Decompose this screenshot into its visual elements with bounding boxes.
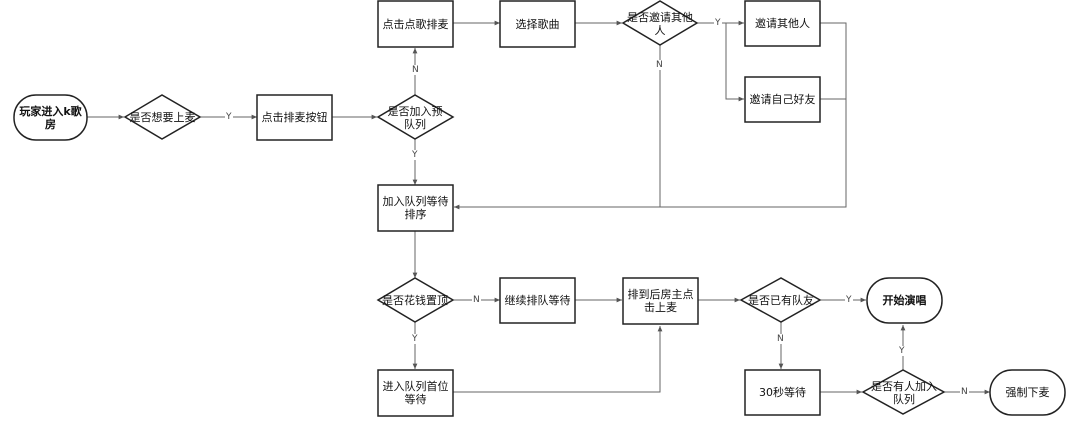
edge-label-someone-yes: Y bbox=[898, 346, 906, 356]
pay-top-label: 是否花钱置顶 bbox=[382, 294, 448, 307]
pay-top-decision bbox=[376, 277, 455, 323]
edge-label-invite-no: N bbox=[655, 60, 664, 70]
click-queue-button-label: 点击排麦按钮 bbox=[261, 111, 328, 124]
edge-label-join-yes: Y bbox=[411, 150, 419, 160]
invite-friends-label: 邀请自己好友 bbox=[749, 93, 816, 106]
choose-song-box bbox=[499, 0, 576, 48]
join-wait-box bbox=[377, 184, 454, 232]
click-queue-button-box bbox=[256, 94, 333, 141]
want-mic-decision bbox=[123, 94, 202, 140]
someone-join-label: 是否有人加入 队列 bbox=[871, 379, 937, 406]
click-song-label: 点击点歌排麦 bbox=[382, 17, 449, 31]
join-queue-decision bbox=[376, 94, 455, 140]
start-terminal bbox=[13, 94, 88, 141]
has-queue-label: 是否已有队友 bbox=[748, 294, 814, 307]
edge-label-join-no: N bbox=[411, 65, 420, 75]
click-song-box bbox=[377, 0, 454, 48]
edge-label-someone-no: N bbox=[960, 387, 969, 397]
invite-decision bbox=[621, 0, 699, 46]
force-down-terminal bbox=[989, 369, 1066, 416]
edge-invite-no bbox=[458, 45, 661, 208]
edge-label-want-yes: Y bbox=[225, 112, 233, 122]
invite-others-label: 邀请其他人 bbox=[755, 17, 810, 30]
wait30-label: 30秒等待 bbox=[759, 386, 806, 399]
continue-wait-label: 继续排队等待 bbox=[504, 294, 571, 307]
start-sing-label: 开始演唱 bbox=[882, 294, 927, 307]
join-wait-label: 加入队列等待 排序 bbox=[382, 195, 449, 221]
edge-others-back bbox=[458, 22, 847, 208]
invite-friends-box bbox=[744, 76, 821, 123]
owner-click-label: 排到后房主点 击上麦 bbox=[627, 288, 694, 314]
edge-label-invite-yes: Y bbox=[714, 18, 722, 28]
edge-label-pay-yes: Y bbox=[411, 334, 419, 344]
force-down-label: 强制下麦 bbox=[1005, 386, 1050, 399]
join-queue-label: 是否加入预 队列 bbox=[387, 104, 443, 131]
start-sing-terminal bbox=[866, 277, 943, 324]
edge-label-pay-no: N bbox=[472, 295, 481, 305]
want-mic-label: 是否想要上麦 bbox=[129, 111, 196, 124]
start-label: 玩家进入k歌 房 bbox=[19, 104, 82, 131]
wait30-box bbox=[744, 369, 821, 416]
choose-song-label: 选择歌曲 bbox=[515, 17, 560, 31]
edge-label-hasq-yes: Y bbox=[845, 295, 853, 305]
invite-decision-label: 是否邀请其他 人 bbox=[627, 10, 693, 37]
queue-first-box bbox=[377, 369, 454, 417]
edge-first-owner bbox=[453, 326, 663, 393]
queue-first-label: 进入队列首位 等待 bbox=[382, 380, 449, 406]
edge-invite-friends bbox=[725, 23, 744, 102]
owner-click-box bbox=[622, 277, 699, 325]
edge-label-hasq-no: N bbox=[776, 334, 785, 344]
has-queue-decision bbox=[739, 277, 822, 323]
someone-join-decision bbox=[861, 369, 946, 415]
continue-wait-box bbox=[499, 277, 576, 324]
invite-others-box bbox=[744, 0, 821, 47]
